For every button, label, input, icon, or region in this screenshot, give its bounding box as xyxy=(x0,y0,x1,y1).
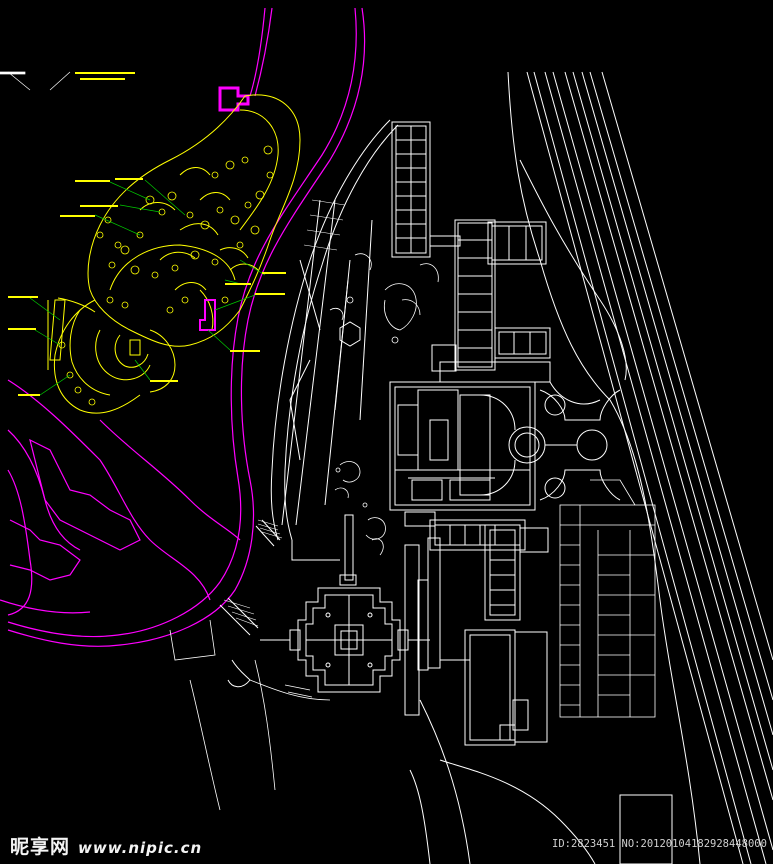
top-left-annotation xyxy=(0,71,71,91)
road-curves xyxy=(409,71,701,864)
river-boundary xyxy=(0,7,366,647)
annotation-leaders xyxy=(29,179,266,396)
building-north-wing xyxy=(391,121,551,383)
walkway-ticks xyxy=(223,199,346,627)
south-terrain xyxy=(169,619,331,811)
landscape-garden xyxy=(47,94,301,414)
watermark-logo-cn: 昵享网 xyxy=(10,836,71,858)
watermark-id: ID:2823451 NO:20120104182928448000 xyxy=(552,838,767,850)
parking-lot xyxy=(559,479,656,718)
tree-symbols xyxy=(58,145,274,406)
building-south-wing xyxy=(404,511,549,746)
watermark-logo: 昵享网 www.nipic.cn xyxy=(10,832,202,859)
annotation-text-marks xyxy=(8,72,286,396)
lawn-vegetation xyxy=(329,253,439,556)
watermark-url: www.nipic.cn xyxy=(78,839,203,857)
railway-lines xyxy=(526,71,773,864)
cross-pavilion xyxy=(227,514,430,693)
walkway-lines xyxy=(219,119,399,636)
building-central-hall xyxy=(389,381,621,511)
